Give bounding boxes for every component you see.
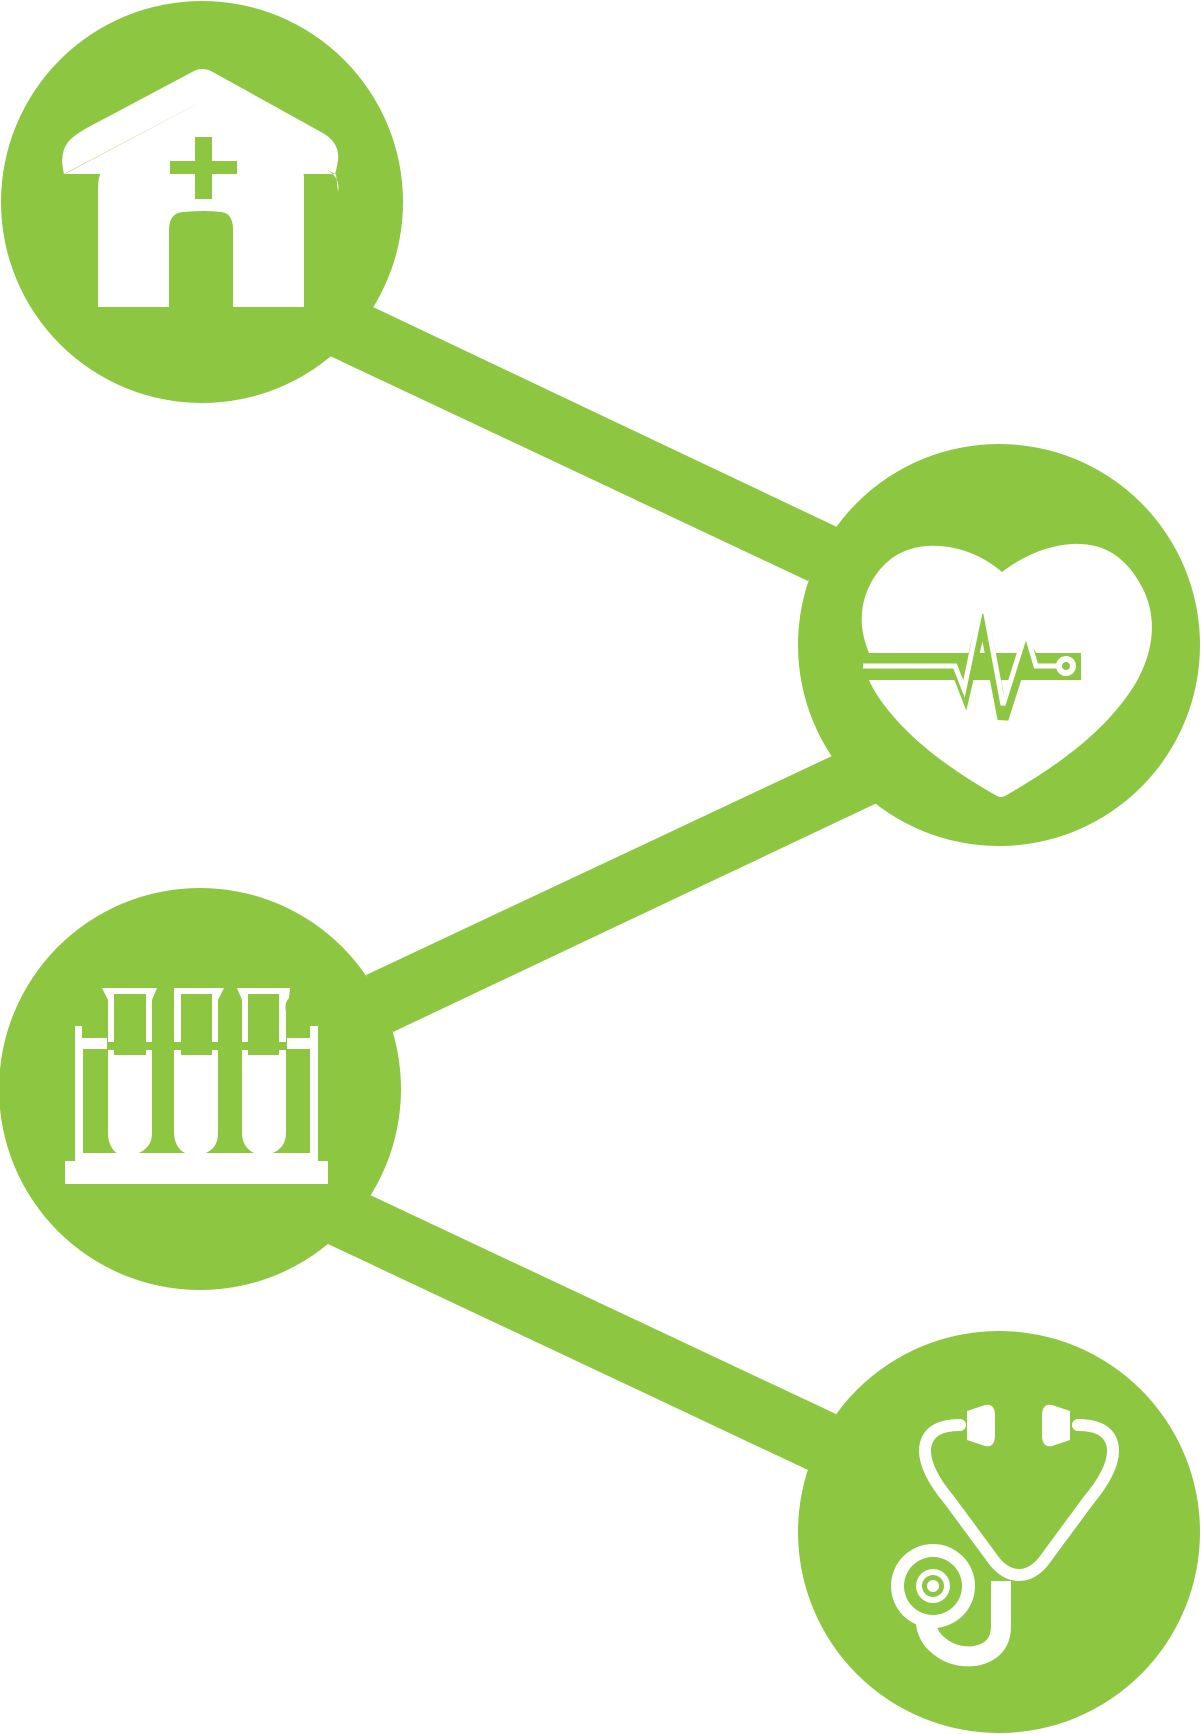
node-doctor: [798, 1331, 1200, 1733]
heartbeat-icon: [860, 543, 1152, 797]
hospital-icon: [62, 69, 339, 307]
connector-lab-doctor: [328, 1195, 836, 1470]
stethoscope-icon: [891, 1404, 1119, 1667]
connectors: [328, 307, 877, 1470]
connector-hospital-heart: [330, 307, 837, 581]
connector-heart-lab: [366, 756, 877, 1032]
test-tubes-icon: [65, 988, 328, 1184]
